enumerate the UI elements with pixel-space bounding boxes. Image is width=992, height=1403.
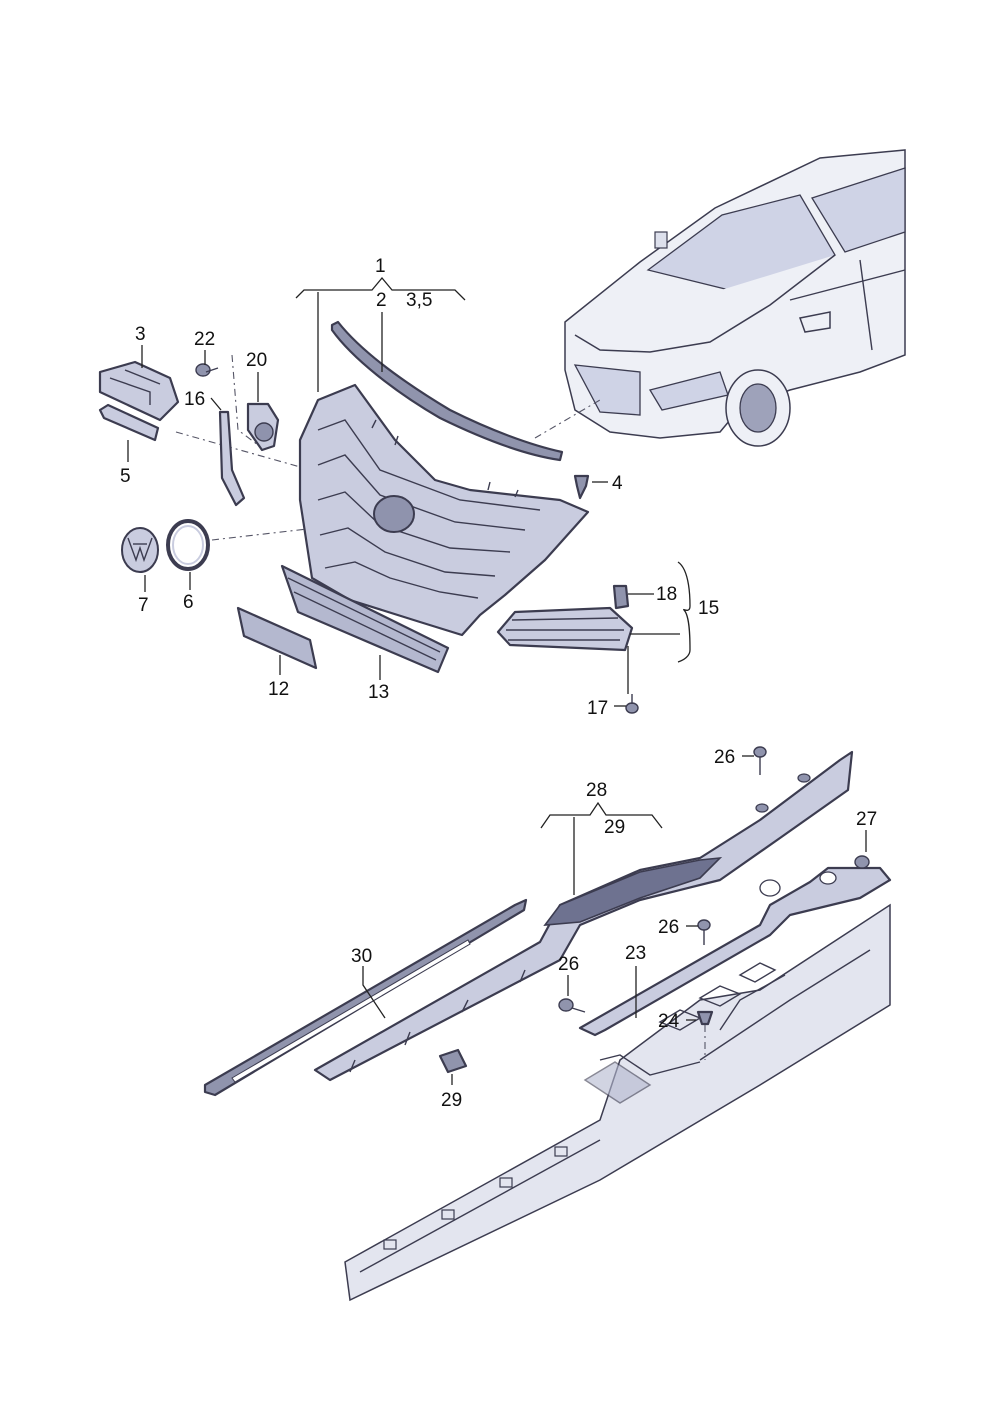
side-sill-panel-28 xyxy=(313,750,854,1082)
callout-4: 4 xyxy=(612,473,623,494)
callout-20: 20 xyxy=(246,350,267,371)
sill-trim-strip-30 xyxy=(203,898,528,1097)
callout-12: 12 xyxy=(268,679,289,700)
screw-17-icon xyxy=(625,694,639,714)
callout-7: 7 xyxy=(138,595,149,616)
callout-26-mid: 26 xyxy=(658,917,679,938)
nut-27-icon xyxy=(854,855,870,869)
callout-15: 15 xyxy=(698,598,719,619)
license-plate-holder-12 xyxy=(236,606,318,670)
clip-4-icon xyxy=(573,474,590,500)
vehicle-illustration xyxy=(564,149,906,447)
callout-leaders-upper xyxy=(127,276,691,707)
callout-16: 16 xyxy=(184,389,205,410)
callout-27: 27 xyxy=(856,809,877,830)
body-sill-panel xyxy=(344,903,891,1302)
mounting-bracket-23 xyxy=(578,866,892,1037)
callout-29-top: 29 xyxy=(604,817,625,838)
upper-trim-strip xyxy=(330,320,564,462)
callout-24: 24 xyxy=(658,1011,680,1032)
bolt-26-mid-icon xyxy=(697,919,711,945)
callout-leaders-lower xyxy=(362,755,867,1085)
rivet-24-icon xyxy=(696,1010,714,1060)
callout-29-bottom: 29 xyxy=(441,1090,462,1111)
callout-labels: 1 2 3,5 3 22 20 16 5 4 7 6 18 15 12 13 1… xyxy=(120,256,877,1111)
callout-6: 6 xyxy=(183,592,194,613)
radiator-grille xyxy=(298,383,590,637)
bolt-26-top-icon xyxy=(753,746,767,775)
trim-part-5 xyxy=(98,403,160,442)
callout-26-top: 26 xyxy=(714,747,735,768)
side-trim-16 xyxy=(218,410,246,507)
callout-28: 28 xyxy=(586,780,607,801)
callout-5: 5 xyxy=(120,466,131,487)
emblem-ring-6 xyxy=(166,519,210,571)
callout-30: 30 xyxy=(351,946,372,967)
clip-18-icon xyxy=(612,584,630,610)
callout-26-left: 26 xyxy=(558,954,579,975)
callout-13: 13 xyxy=(368,682,389,703)
callout-22: 22 xyxy=(194,329,215,350)
callout-17: 17 xyxy=(587,698,608,719)
callout-3-5: 3,5 xyxy=(406,290,432,311)
bracket-part-3 xyxy=(98,360,180,422)
bolt-26-left-icon xyxy=(558,998,586,1013)
reference-lines xyxy=(175,354,601,541)
screw-22-icon xyxy=(195,363,219,377)
vw-emblem-7 xyxy=(121,527,159,573)
callout-18: 18 xyxy=(656,584,677,605)
fog-light-grille-15 xyxy=(496,606,634,652)
callout-23: 23 xyxy=(625,943,646,964)
sensor-holder-20 xyxy=(246,402,280,452)
callout-3: 3 xyxy=(135,324,146,345)
end-cap-29 xyxy=(438,1048,468,1074)
callout-1: 1 xyxy=(375,256,386,277)
callout-2: 2 xyxy=(376,290,387,311)
